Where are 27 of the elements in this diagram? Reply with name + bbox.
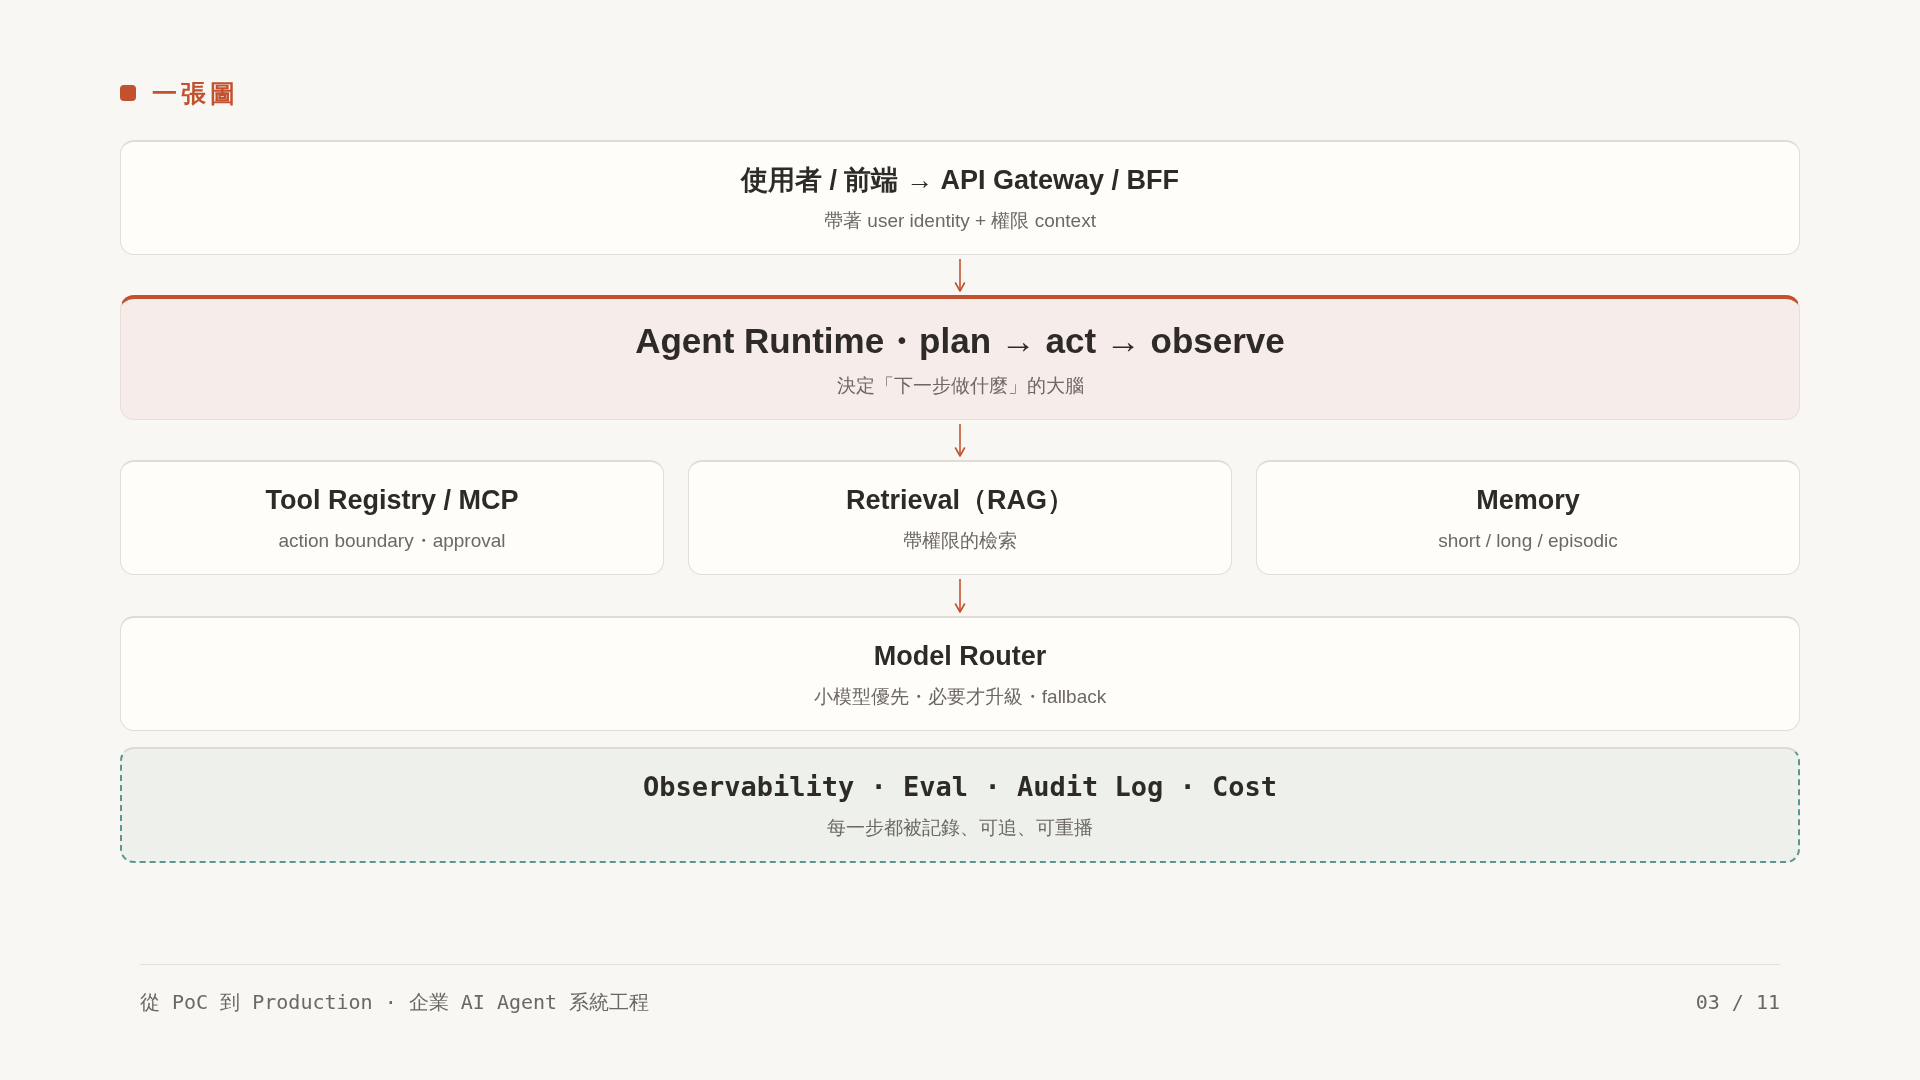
box-subtitle: 決定「下一步做什麼」的大腦 xyxy=(836,374,1084,398)
arrow xyxy=(954,423,966,457)
box-title: Memory xyxy=(1476,483,1580,516)
module-card xyxy=(1256,460,1800,575)
arrow xyxy=(954,578,966,613)
page-number: 03 / 11 xyxy=(1695,989,1780,1016)
layer-box xyxy=(120,140,1800,255)
box-subtitle: 小模型優先・必要才升級・fallback xyxy=(813,684,1107,709)
box-subtitle: 帶著 user identity + 權限 context xyxy=(824,208,1096,233)
box-title: Model Router xyxy=(873,639,1047,672)
footer-text: 從 PoC 到 Production · 企業 AI Agent 系統工程 xyxy=(140,989,650,1016)
box-title: Observability · Eval · Audit Log · Cost xyxy=(643,770,1277,803)
highlighted-layer-box xyxy=(120,295,1800,420)
box-subtitle: action boundary・approval xyxy=(278,528,506,553)
box-subtitle: 帶權限的檢索 xyxy=(903,528,1017,553)
arrow xyxy=(954,258,966,292)
module-card xyxy=(120,460,664,575)
section-heading: 一張圖 xyxy=(152,78,239,109)
box-subtitle: 每一步都被記錄、可追、可重播 xyxy=(827,815,1093,840)
box-title: Agent Runtime・plan → act → observe xyxy=(635,320,1285,362)
layer-box xyxy=(120,616,1800,731)
box-title: Tool Registry / MCP xyxy=(265,483,519,516)
box-title: 使用者 / 前端 → API Gateway / BFF xyxy=(740,163,1180,196)
box-title: Retrieval（RAG） xyxy=(845,483,1075,516)
dashed-layer-box xyxy=(120,747,1800,863)
module-card xyxy=(688,460,1232,575)
box-subtitle: short / long / episodic xyxy=(1438,528,1618,553)
